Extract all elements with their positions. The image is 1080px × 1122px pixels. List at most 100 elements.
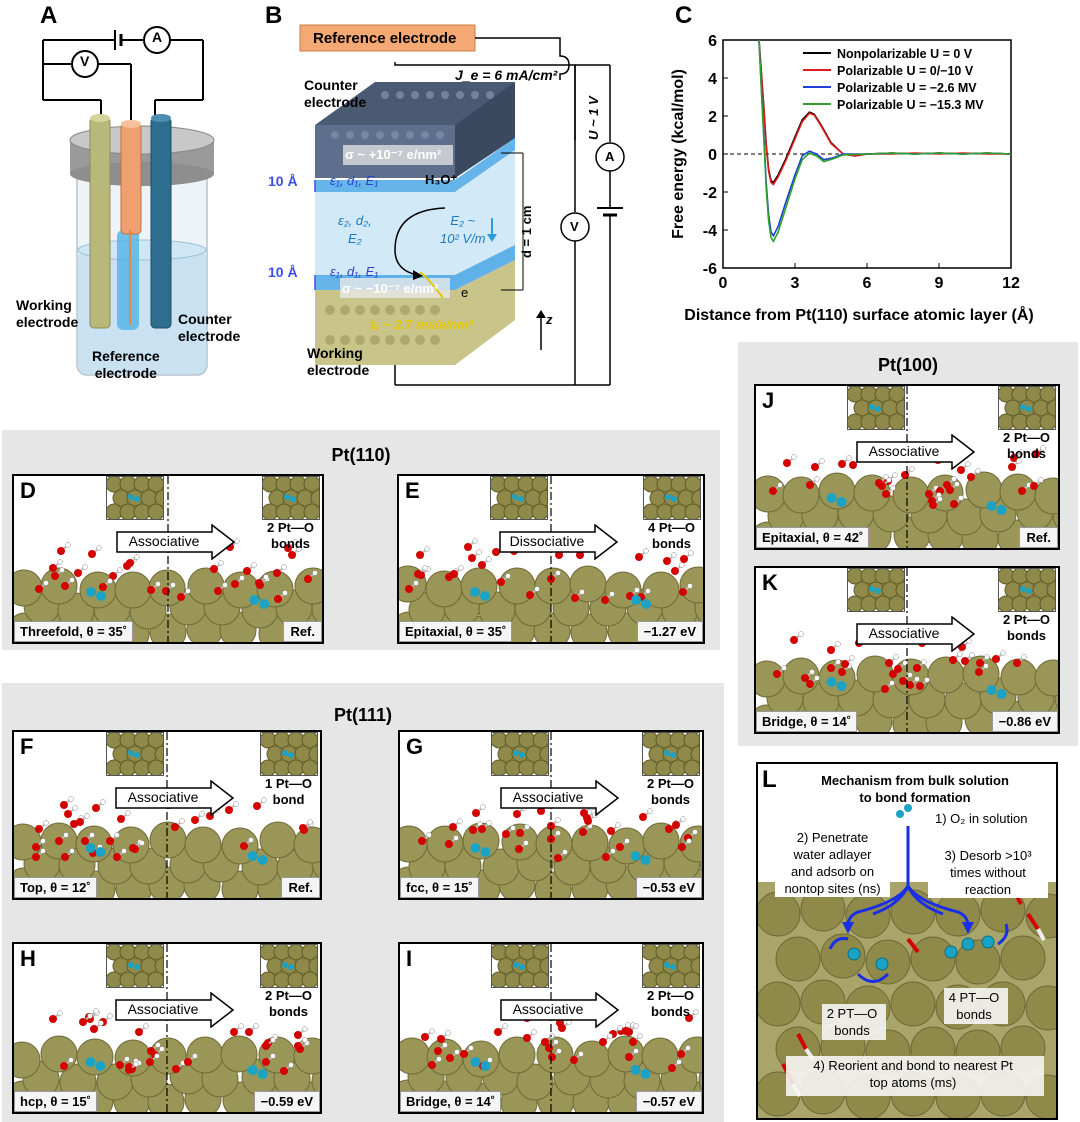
x-tick-label: 9	[935, 275, 944, 292]
top-view-inset-after	[998, 386, 1056, 430]
md-panel-label: D	[20, 478, 36, 503]
bond-count-label: 2 Pt—O bonds	[1003, 612, 1050, 643]
x-axis-label: Distance from Pt(110) surface atomic lay…	[684, 305, 1033, 324]
legend-label-2: Polarizable U = 0/−10 V	[837, 64, 974, 78]
reaction-arrow-icon	[500, 992, 620, 1028]
adsorption-site-label: Epitaxial, θ = 42˚	[756, 527, 870, 548]
y-tick-label: 6	[708, 33, 717, 50]
md-panel-label: H	[20, 946, 36, 971]
layer1-top-params: ε₁, d₁, E₁	[330, 173, 379, 188]
layer2-params: ε₂, d₂, E₂	[338, 213, 372, 246]
bond-count-label: 4 Pt—O bonds	[648, 520, 695, 551]
reaction-arrow-icon	[499, 524, 619, 560]
reaction-arrow-icon	[116, 524, 236, 560]
bond-count-label: 2 Pt—O bonds	[647, 776, 694, 807]
reaction-type-label: Associative	[868, 625, 940, 641]
energy-label: −0.57 eV	[635, 1091, 702, 1112]
pt110-title: Pt(110)	[331, 445, 391, 465]
energy-label: −0.86 eV	[991, 711, 1058, 732]
mechanism-illustration	[758, 804, 1056, 1118]
reaction-type-label: Dissociative	[509, 533, 585, 549]
panel-label-a: A	[40, 2, 58, 29]
reaction-type-label: Associative	[127, 789, 199, 805]
panel-label-l: L	[762, 766, 777, 793]
top-view-inset-after	[260, 944, 318, 988]
reaction-arrow-icon	[115, 780, 235, 816]
series-line-2	[758, 40, 1011, 186]
y-tick-label: 2	[708, 109, 717, 126]
top-view-inset-before	[490, 476, 548, 520]
voltage-u-label: U ~ 1 V	[586, 96, 601, 140]
sigma-bottom-label: σ ~ −10⁻⁷ e/nm²	[342, 281, 439, 296]
reaction-type-label: Associative	[127, 1001, 199, 1017]
mechanism-step1: 1) O₂ in solution	[935, 811, 1028, 826]
z-axis-label: z	[546, 312, 553, 327]
h3o-label: H₃O⁺	[425, 172, 458, 187]
y-tick-label: -4	[703, 223, 717, 240]
energy-label: −0.53 eV	[635, 877, 702, 898]
top-view-inset-after	[260, 732, 318, 776]
md-panel-label: G	[406, 734, 424, 759]
mechanism-step2: 2) Penetrate water adlayer and adsorb on…	[775, 829, 890, 897]
energy-label: Ref.	[1019, 527, 1058, 548]
reaction-arrow-icon	[856, 616, 976, 652]
y-tick-label: 4	[708, 71, 717, 88]
ammeter-label-a: A	[152, 29, 163, 45]
energy-label: Ref.	[281, 877, 320, 898]
ammeter-label-b: A	[605, 149, 615, 164]
distance-d-label: d = 1 cm	[519, 205, 534, 258]
top-view-inset-after	[998, 568, 1056, 612]
md-panel-label: I	[406, 946, 413, 971]
bond-count-label: 2 Pt—O bonds	[265, 988, 312, 1019]
top-view-inset-before	[847, 386, 905, 430]
reaction-type-label: Associative	[128, 533, 200, 549]
bond-count-label: 1 Pt—O bond	[265, 776, 312, 807]
energy-label: −1.27 eV	[636, 621, 703, 642]
mechanism-4bonds: 4 PT—O bonds	[948, 990, 1000, 1022]
energy-label: Ref.	[283, 621, 322, 642]
reaction-arrow-icon	[856, 434, 976, 470]
layer1-bottom-params: ε₁, d₁, E₁	[330, 264, 379, 279]
md-panel-label: E	[405, 478, 420, 503]
x-tick-label: 12	[1002, 275, 1020, 292]
y-tick-label: 0	[708, 147, 717, 164]
field-e2-label: E₂ ~ 10² V/m	[440, 213, 486, 246]
electrode-circuit-diagram	[299, 24, 625, 386]
voltmeter-label-b: V	[570, 219, 579, 234]
y-tick-label: -2	[703, 185, 717, 202]
y-axis-label: Free energy (kcal/mol)	[670, 69, 687, 239]
adsorption-site-label: Threefold, θ = 35˚	[14, 621, 134, 642]
top-view-inset-before	[106, 732, 164, 776]
bond-count-label: 2 Pt—O bonds	[267, 520, 314, 551]
legend-label-1: Nonpolarizable U = 0 V	[837, 47, 973, 61]
ten-angstrom-top: 10 Å	[268, 173, 298, 189]
md-panel-label: J	[762, 388, 775, 413]
mechanism-2bonds: 2 PT—O bonds	[826, 1006, 878, 1038]
working-electrode-label-b: Working electrode	[307, 345, 370, 378]
mechanism-step4: 4) Reorient and bond to nearest Pt top a…	[813, 1058, 1013, 1090]
reference-electrode-label-a: Reference electrode	[92, 348, 160, 381]
adsorption-site-label: Bridge, θ = 14˚	[400, 1091, 502, 1112]
x-tick-label: 0	[719, 275, 728, 292]
mechanism-title: Mechanism from bulk solution to bond for…	[821, 773, 1009, 805]
md-snapshot	[400, 732, 702, 898]
voltmeter-label-a: V	[80, 53, 90, 69]
reaction-type-label: Associative	[868, 443, 940, 459]
adsorption-site-label: Epitaxial, θ = 35˚	[399, 621, 513, 642]
adsorption-site-label: Bridge, θ = 14˚	[756, 711, 858, 732]
reaction-type-label: Associative	[512, 1001, 584, 1017]
top-view-inset-before	[847, 568, 905, 612]
top-view-inset-after	[262, 476, 320, 520]
reaction-arrow-icon	[115, 992, 235, 1028]
top-view-inset-before	[491, 732, 549, 776]
reference-electrode-label-b: Reference electrode	[313, 30, 457, 47]
bond-count-label: 2 Pt—O bonds	[647, 988, 694, 1019]
